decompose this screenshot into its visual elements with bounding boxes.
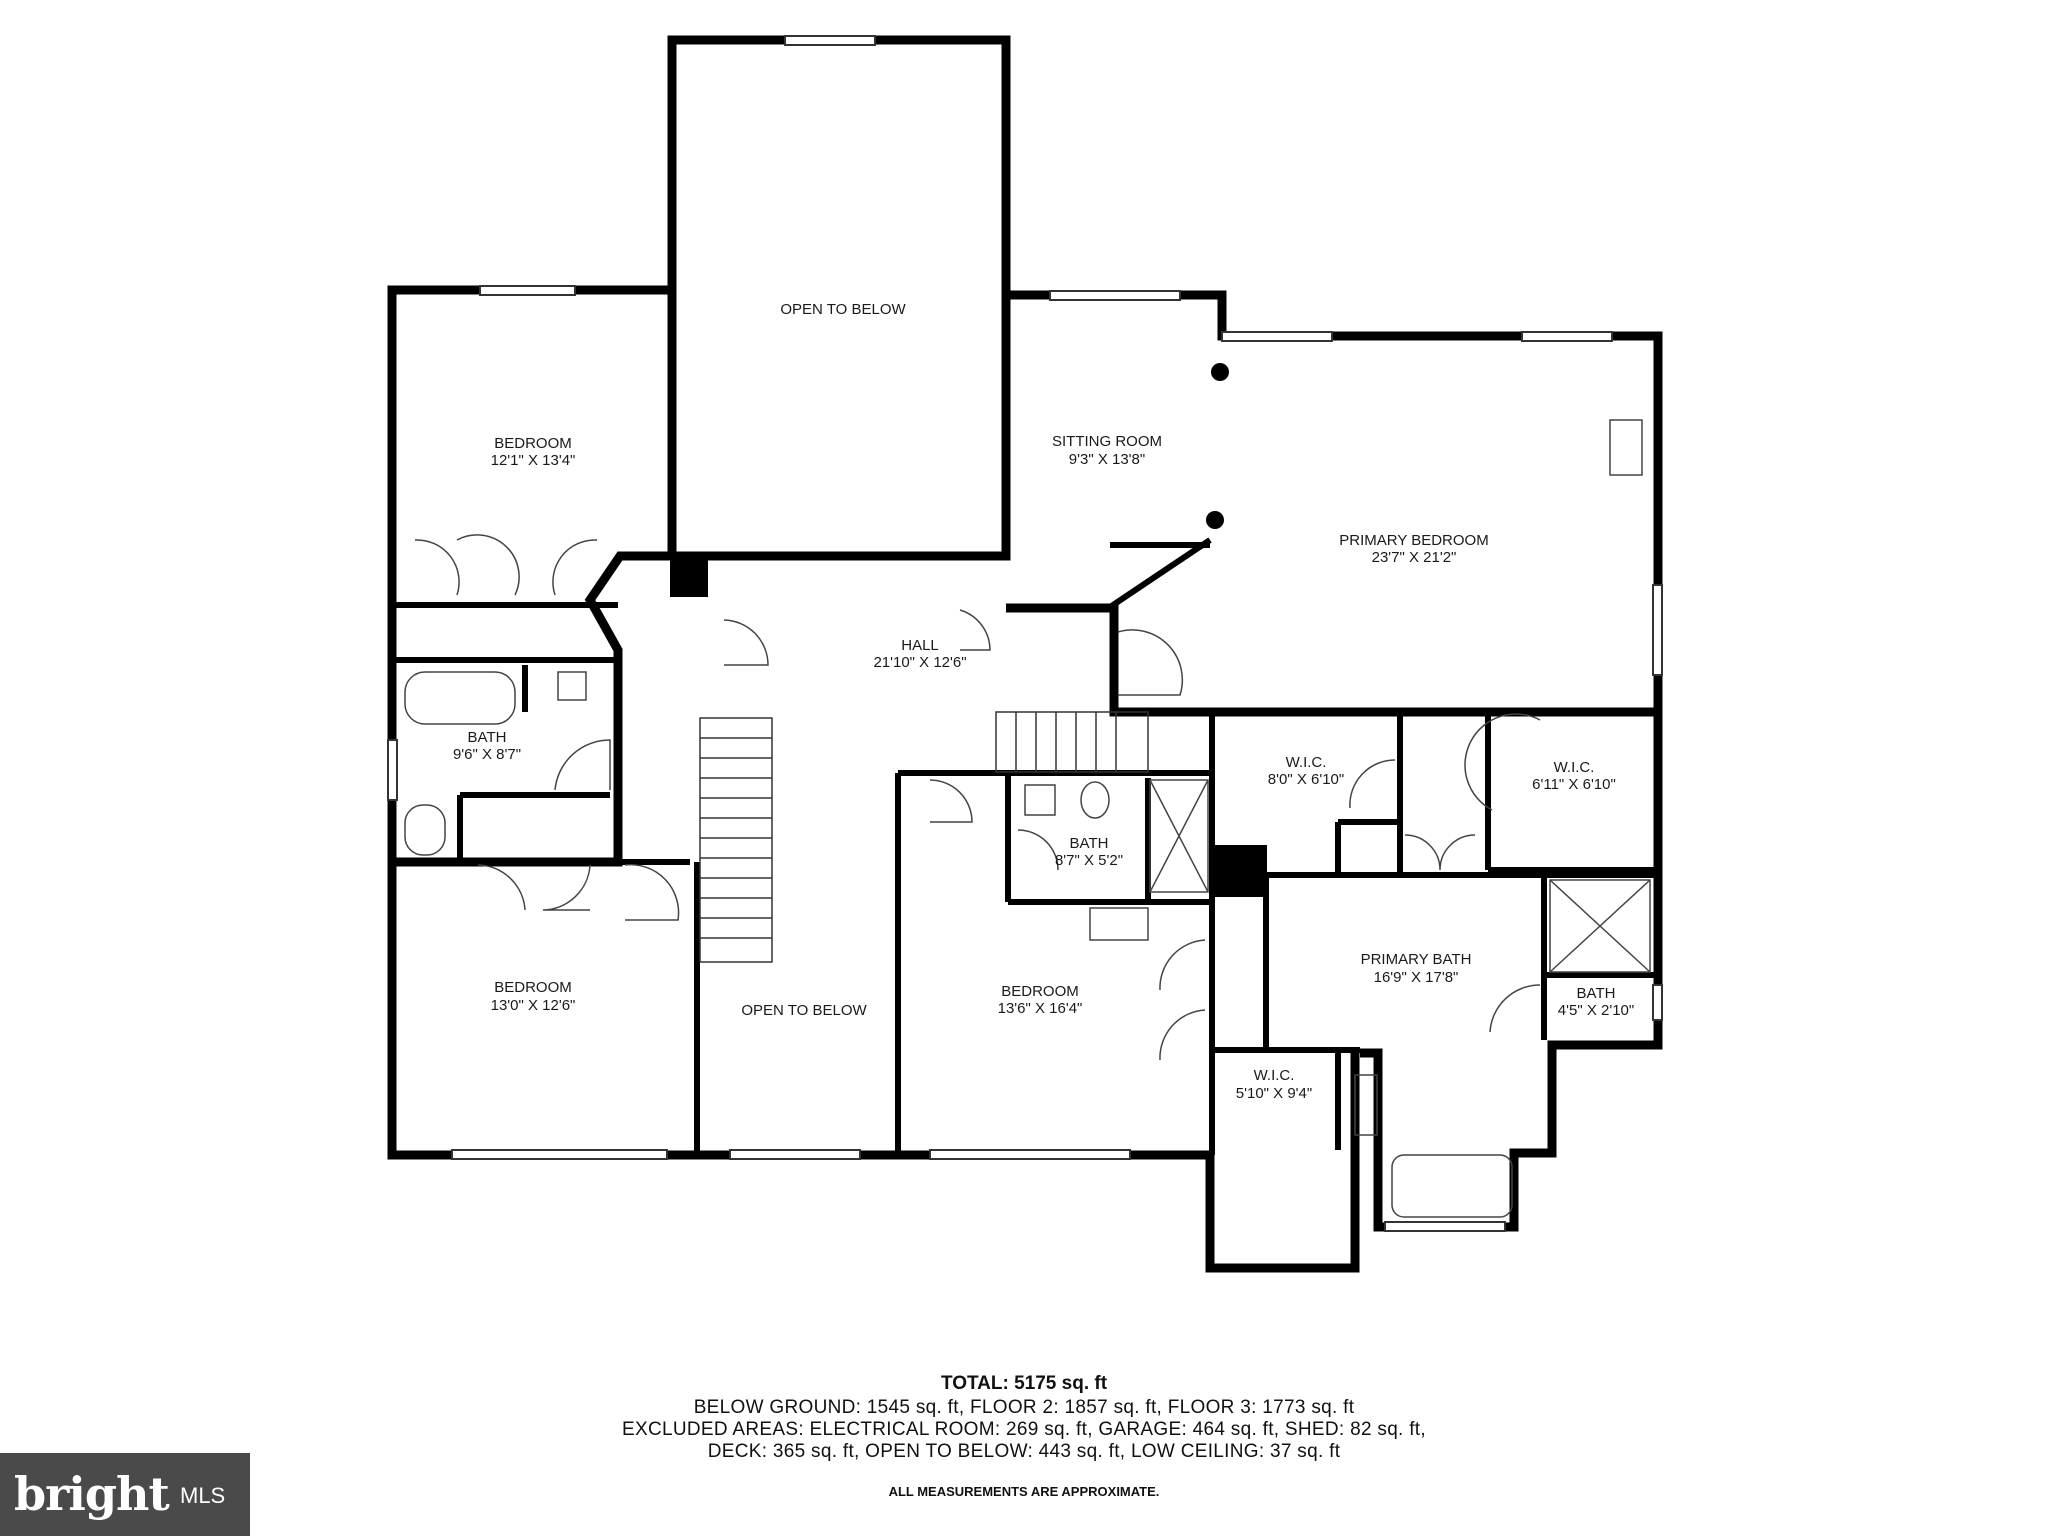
room-wic-3-dims: 5'10" X 9'4" bbox=[1236, 1085, 1312, 1102]
room-wic-2-name: W.I.C. bbox=[1554, 759, 1595, 776]
columns bbox=[670, 363, 1267, 897]
logo-mls-text: MLS bbox=[180, 1483, 226, 1508]
room-sitting-room-dims: 9'3" X 13'8" bbox=[1069, 451, 1145, 468]
exterior-walls bbox=[387, 35, 1663, 1273]
room-sitting-room-name: SITTING ROOM bbox=[1052, 433, 1162, 450]
room-bedroom-2-name: BEDROOM bbox=[494, 979, 572, 996]
room-bath-2-name: BATH bbox=[1070, 835, 1109, 852]
room-bath-1-dims: 9'6" X 8'7" bbox=[453, 746, 521, 763]
room-wic-1-dims: 8'0" X 6'10" bbox=[1268, 771, 1344, 788]
fixtures bbox=[404, 419, 1651, 1218]
windows bbox=[387, 35, 1663, 1232]
room-bedroom-3-dims: 13'6" X 16'4" bbox=[998, 1000, 1083, 1017]
room-bath-3-name: BATH bbox=[1577, 985, 1616, 1002]
room-bedroom-3-name: BEDROOM bbox=[1001, 983, 1079, 1000]
room-primary-bath-name: PRIMARY BATH bbox=[1361, 951, 1472, 968]
room-bath-2-dims: 8'7" X 5'2" bbox=[1055, 852, 1123, 869]
interior-walls bbox=[392, 537, 1658, 1155]
room-bedroom-1-dims: 12'1" X 13'4" bbox=[491, 452, 576, 469]
room-wic-1-name: W.I.C. bbox=[1286, 754, 1327, 771]
room-bath-3-dims: 4'5" X 2'10" bbox=[1558, 1002, 1634, 1019]
total-area: TOTAL: 5175 sq. ft bbox=[940, 1373, 1108, 1394]
room-primary-bath-dims: 16'9" X 17'8" bbox=[1374, 969, 1459, 986]
room-primary-bedroom-name: PRIMARY BEDROOM bbox=[1339, 532, 1488, 549]
room-hall-dims: 21'10" X 12'6" bbox=[873, 654, 966, 671]
room-hall-name: HALL bbox=[901, 637, 939, 654]
room-bedroom-1-name: BEDROOM bbox=[494, 435, 572, 452]
room-open-to-below-top: OPEN TO BELOW bbox=[780, 301, 906, 318]
room-primary-bedroom-dims: 23'7" X 21'2" bbox=[1372, 549, 1457, 566]
area-breakdown-line-3: DECK: 365 sq. ft, OPEN TO BELOW: 443 sq.… bbox=[707, 1441, 1341, 1462]
logo-brand-text: bright bbox=[14, 1467, 170, 1521]
room-wic-2-dims: 6'11" X 6'10" bbox=[1532, 776, 1616, 793]
room-open-to-below-bottom: OPEN TO BELOW bbox=[741, 1002, 867, 1019]
area-breakdown-line-2: EXCLUDED AREAS: ELECTRICAL ROOM: 269 sq.… bbox=[622, 1419, 1426, 1440]
area-breakdown-line-1: BELOW GROUND: 1545 sq. ft, FLOOR 2: 1857… bbox=[693, 1397, 1355, 1418]
room-bedroom-2-dims: 13'0" X 12'6" bbox=[491, 997, 576, 1014]
door-swings bbox=[414, 534, 1541, 1061]
room-bath-1-name: BATH bbox=[468, 729, 507, 746]
bright-mls-logo: bright MLS bbox=[0, 1453, 250, 1536]
stairs bbox=[699, 711, 1149, 963]
room-wic-3-name: W.I.C. bbox=[1254, 1067, 1295, 1084]
measurement-disclaimer: ALL MEASUREMENTS ARE APPROXIMATE. bbox=[888, 1484, 1160, 1499]
room-labels: OPEN TO BELOW BEDROOM 12'1" X 13'4" SITT… bbox=[453, 301, 1634, 1102]
